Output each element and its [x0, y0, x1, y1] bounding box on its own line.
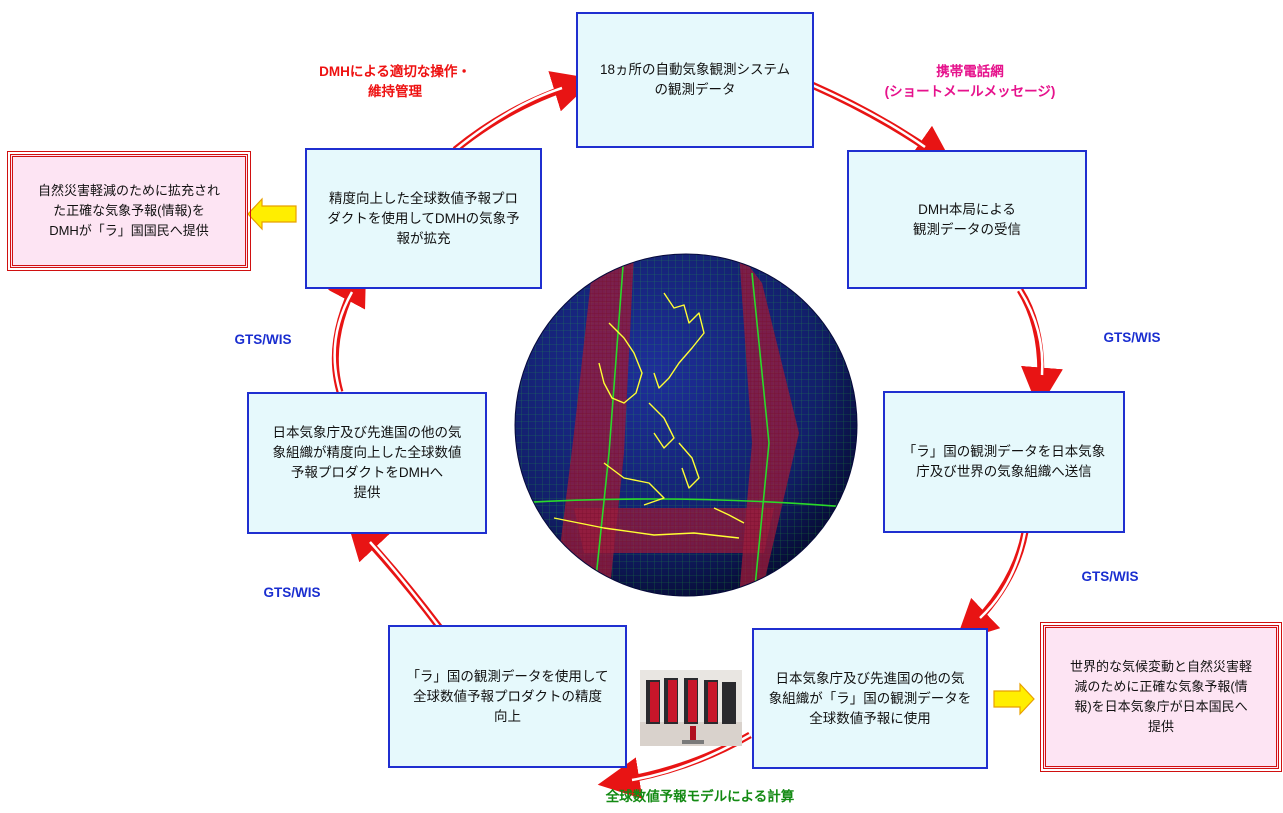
- arrow-right-to-bottom: [955, 531, 1029, 643]
- label-gts-wis-right-upper: GTS/WIS: [1103, 330, 1161, 345]
- box-dmh-reception: DMH本局による 観測データの受信: [847, 150, 1087, 289]
- output-box-myanmar-public: 自然災害軽減のために拡充され た正確な気象予報(情報)を DMHが「ラ」国国民へ…: [7, 151, 251, 271]
- supercomputer-icon: [640, 670, 742, 746]
- box-jma-use-data: 日本気象庁及び先進国の他の気 象組織が「ラ」国の観測データを 全球数値予報に使用: [752, 628, 988, 769]
- arrow-left-to-upper: [327, 262, 367, 393]
- globe-grid-icon: [514, 253, 858, 597]
- box-send-observations: 「ラ」国の観測データを日本気象 庁及び世界の気象組織へ送信: [883, 391, 1125, 533]
- arrow-upper-to-top: [452, 71, 595, 153]
- yellow-arrow-left-icon: [247, 197, 297, 231]
- box-auto-weather-stations: 18ヵ所の自動気象観測システム の観測データ: [576, 12, 814, 148]
- box-provide-products: 日本気象庁及び先進国の他の気 象組織が精度向上した全球数値 予報プロダクトをDM…: [247, 392, 487, 534]
- label-gts-wis-right-lower: GTS/WIS: [1081, 569, 1139, 584]
- label-dmh-operation: DMHによる適切な操作・ 維持管理: [319, 64, 471, 99]
- label-global-model-calc: 全球数値予報モデルによる計算: [605, 789, 795, 804]
- arrow-left-up: [346, 517, 443, 631]
- label-mobile-network: 携帯電話網 (ショートメールメッセージ): [884, 64, 1056, 99]
- label-gts-wis-left-upper: GTS/WIS: [234, 332, 292, 347]
- arrow-right-down: [1017, 288, 1063, 410]
- output-box-japan-public: 世界的な気候変動と自然災害軽 減のために正確な気象予報(情 報)を日本気象庁が日…: [1040, 622, 1282, 772]
- arrow-top-to-right: [810, 81, 955, 168]
- box-accuracy-improvement: 「ラ」国の観測データを使用して 全球数値予報プロダクトの精度 向上: [388, 625, 627, 768]
- box-dmh-forecast-enhanced: 精度向上した全球数値予報プロ ダクトを使用してDMHの気象予 報が拡充: [305, 148, 542, 289]
- label-gts-wis-left-lower: GTS/WIS: [263, 585, 321, 600]
- yellow-arrow-right-icon: [993, 682, 1035, 716]
